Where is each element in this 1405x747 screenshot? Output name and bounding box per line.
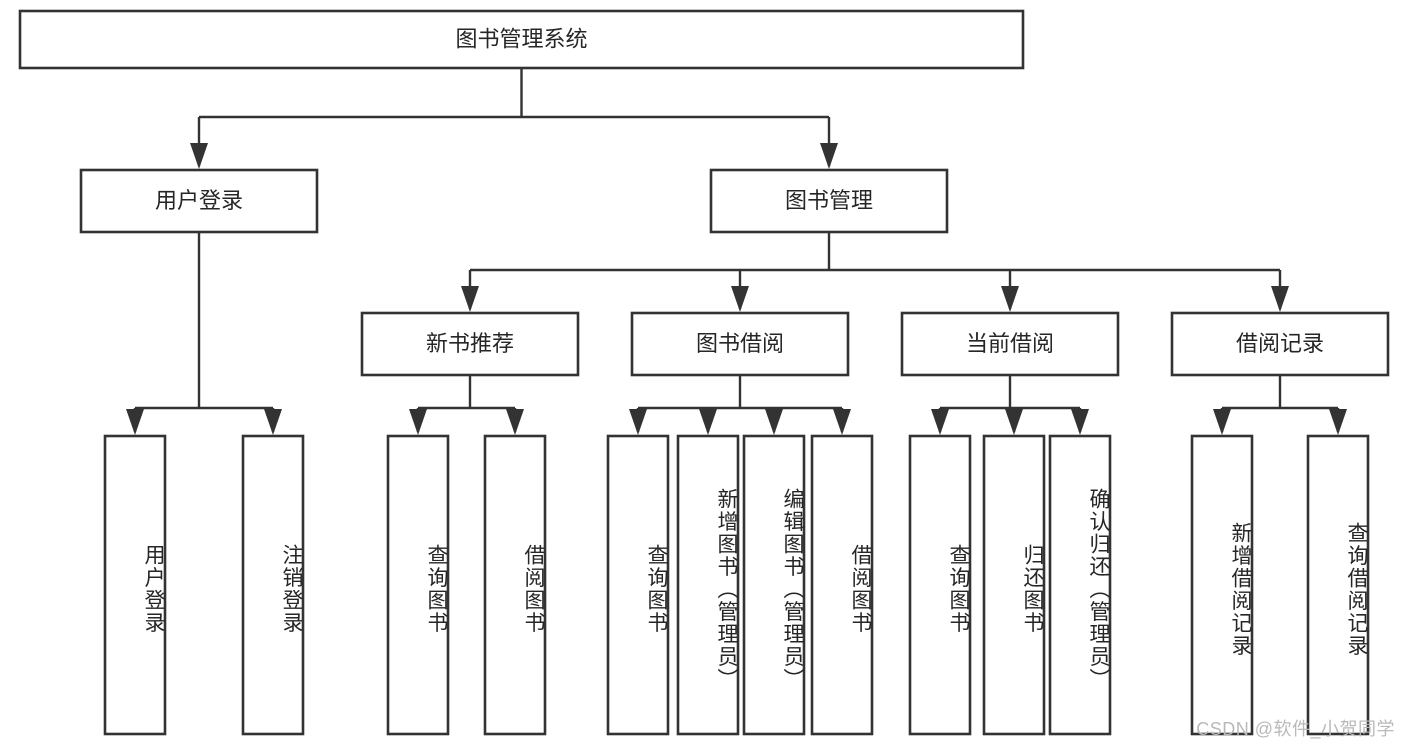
arrow-head-leaf-3-0 [931,409,949,435]
level3-label-2: 当前借阅 [966,331,1054,356]
level3-box-3[interactable] [1170,311,1390,377]
level3-label-3: 借阅记录 [1236,331,1324,356]
level2-box-1[interactable] [709,168,949,234]
leaf-box-10[interactable] [1048,434,1112,736]
arrow-head-leaf-2-2 [765,409,783,435]
level2-label-1: 图书管理 [785,188,873,213]
leaf-box-9[interactable] [982,434,1046,736]
arrow-head-leaf-2-3 [833,409,851,435]
leaf-box-2[interactable] [386,434,450,736]
leaf-box-0[interactable] [103,434,167,736]
leaf-box-11[interactable] [1190,434,1254,736]
arrow-head-leaf-4-1 [1329,409,1347,435]
arrow-head-leaf-0-1 [264,409,282,435]
leaf-box-1[interactable] [241,434,305,736]
level3-label-0: 新书推荐 [426,331,514,356]
level3-label-1: 图书借阅 [696,331,784,356]
level3-box-0[interactable] [360,311,580,377]
leaf-box-7[interactable] [810,434,874,736]
arrow-head-leaf-4-0 [1213,409,1231,435]
level2-box-0[interactable] [79,168,319,234]
arrow-head-leaf-3-2 [1071,409,1089,435]
leaf-box-3[interactable] [483,434,547,736]
watermark-text: CSDN @软件_小贺同学 [1196,719,1395,739]
leaf-box-12[interactable] [1306,434,1370,736]
arrow-head-level3-2 [1001,286,1019,312]
arrow-head-leaf-3-1 [1005,409,1023,435]
boxes-layer [18,9,1390,736]
leaf-box-8[interactable] [908,434,972,736]
arrow-head-leaf-1-1 [506,409,524,435]
root-label-0: 图书管理系统 [455,26,587,51]
level2-label-0: 用户登录 [155,188,243,213]
leaf-box-6[interactable] [742,434,806,736]
arrow-head-leaf-0-0 [126,409,144,435]
arrow-head-level2-1 [820,143,838,169]
arrow-head-level3-0 [461,286,479,312]
arrow-head-level3-1 [731,286,749,312]
level3-box-2[interactable] [900,311,1120,377]
root-box-0[interactable] [18,9,1025,70]
leaf-box-5[interactable] [676,434,740,736]
arrow-head-level2-0 [190,143,208,169]
leaf-box-4[interactable] [606,434,670,736]
level3-box-1[interactable] [630,311,850,377]
arrow-head-level3-3 [1271,286,1289,312]
arrow-head-leaf-2-0 [629,409,647,435]
arrow-head-leaf-1-0 [409,409,427,435]
arrow-head-leaf-2-1 [699,409,717,435]
connectors-layer [126,68,1347,435]
